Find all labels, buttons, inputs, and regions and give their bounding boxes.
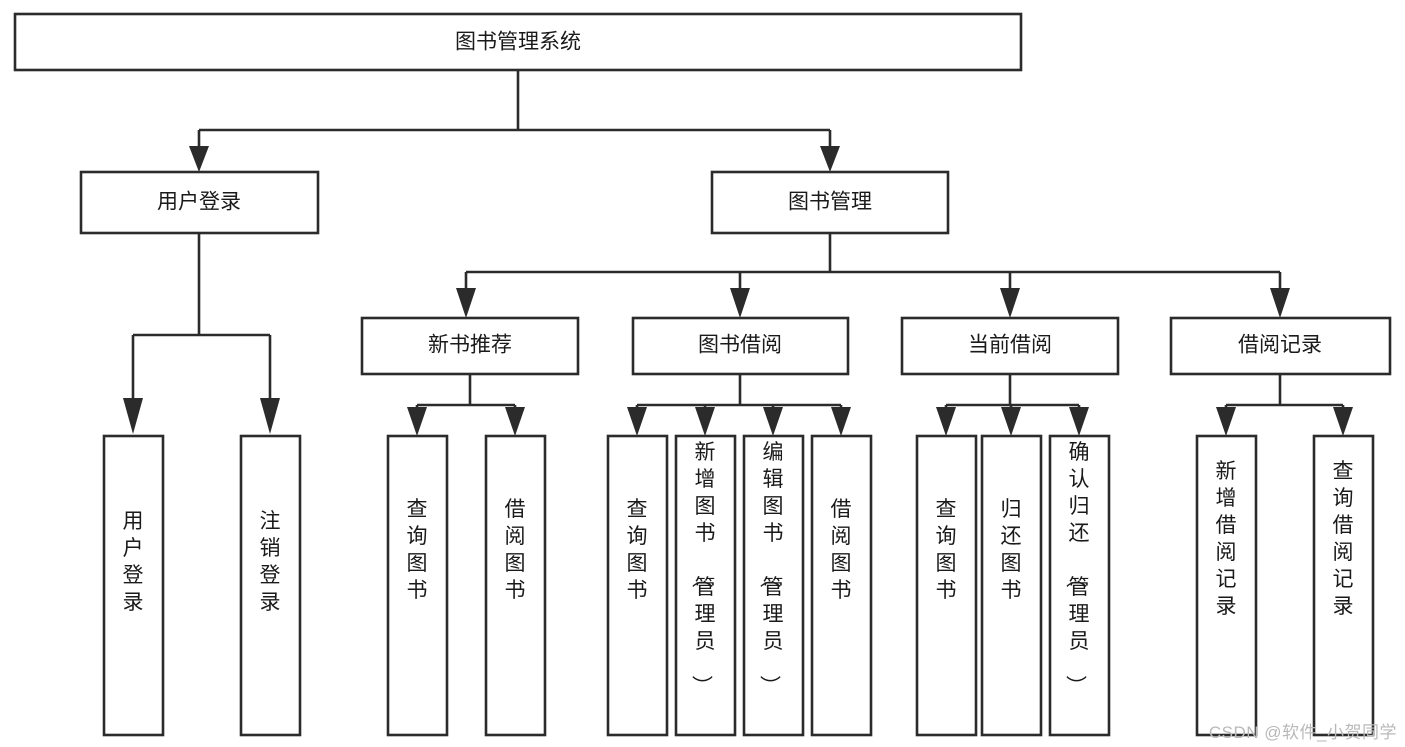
node-leaf-borrow-book-1-box[interactable] [484,434,547,737]
arrow-to-leaf-logout-login [260,398,280,434]
arrow-root-to-user-login [189,146,209,172]
node-leaf-return-book[interactable]: 归还图书 [980,434,1043,737]
node-leaf-borrow-book-1[interactable]: 借阅图书 [484,434,547,737]
node-current-borrow-box[interactable] [900,316,1120,376]
node-leaf-query-book-3-box[interactable] [915,434,978,737]
node-leaf-confirm-return-box[interactable] [1048,434,1111,737]
arrow-to-new-book-recommend [456,288,476,318]
node-leaf-logout-login-box[interactable] [239,434,302,737]
arrow-to-leaf-return-book [1001,407,1021,436]
arrow-to-leaf-add-book [695,407,715,436]
node-book-management-box[interactable] [710,170,950,235]
node-current-borrow[interactable]: 当前借阅 [900,316,1120,376]
node-leaf-return-book-label: 归还图书 [1001,498,1022,602]
arrow-to-leaf-edit-book [763,407,783,436]
arrow-to-leaf-add-record [1216,407,1236,436]
node-book-borrow-box[interactable] [631,316,850,376]
arrow-to-leaf-query-book-3 [936,407,956,436]
node-leaf-borrow-book-2-box[interactable] [810,434,873,737]
node-book-borrow-label: 图书借阅 [698,334,782,357]
node-leaf-query-book-2-box[interactable] [606,434,669,737]
node-leaf-user-login[interactable]: 用户登录 [102,434,165,737]
node-leaf-query-book-1[interactable]: 查询图书 [386,434,449,737]
watermark-label: CSDN @软件_小贺同学 [1208,723,1397,742]
connector-layer [123,70,1353,436]
node-leaf-query-record[interactable]: 查询借阅记录 [1312,434,1375,737]
node-leaf-borrow-book-2[interactable]: 借阅图书 [810,434,873,737]
node-leaf-query-record-box[interactable] [1312,434,1375,737]
node-current-borrow-label: 当前借阅 [968,334,1052,357]
node-leaf-query-record-label: 查询借阅记录 [1333,460,1354,618]
node-new-book-recommend-box[interactable] [360,316,580,376]
node-leaf-edit-book-box[interactable] [742,434,805,737]
node-new-book-recommend-label: 新书推荐 [428,334,512,357]
arrow-to-leaf-query-book-1 [407,407,427,436]
node-user-login[interactable]: 用户登录 [79,170,320,235]
arrow-to-borrow-record [1270,288,1290,318]
node-book-borrow[interactable]: 图书借阅 [631,316,850,376]
node-leaf-logout-login-label: 注销登录 [260,510,281,614]
node-leaf-add-record[interactable]: 新增借阅记录 [1195,434,1258,737]
node-borrow-record-box[interactable] [1169,316,1392,376]
node-leaf-query-book-3-label: 查询图书 [936,498,957,602]
node-leaf-add-book[interactable]: 新增图书（管理员） [674,434,737,737]
node-leaf-confirm-return[interactable]: 确认归还（管理员） [1048,434,1111,737]
arrow-to-book-borrow [730,288,750,318]
node-leaf-borrow-book-1-label: 借阅图书 [505,498,526,602]
arrow-to-leaf-borrow-book-2 [831,407,851,436]
node-leaf-query-book-1-box[interactable] [386,434,449,737]
node-leaf-add-record-label: 新增借阅记录 [1216,460,1237,618]
node-leaf-query-book-1-label: 查询图书 [407,498,428,602]
arrow-to-current-borrow [1000,288,1020,318]
node-leaf-add-book-box[interactable] [674,434,737,737]
node-root-box[interactable] [13,12,1023,72]
node-leaf-return-book-box[interactable] [980,434,1043,737]
node-book-management[interactable]: 图书管理 [710,170,950,235]
arrow-to-leaf-user-login [123,398,143,434]
node-book-management-label: 图书管理 [788,191,872,214]
node-leaf-edit-book[interactable]: 编辑图书（管理员） [742,434,805,737]
arrow-root-to-book-management [820,146,840,172]
arrow-to-leaf-borrow-book-1 [505,407,525,436]
node-leaf-confirm-return-label: 确认归还（管理员） [1064,441,1090,696]
node-root-book-management-system[interactable]: 图书管理系统 [13,12,1023,72]
node-leaf-add-record-box[interactable] [1195,434,1258,737]
arrow-to-leaf-query-record [1333,407,1353,436]
node-leaf-query-book-2[interactable]: 查询图书 [606,434,669,737]
node-borrow-record[interactable]: 借阅记录 [1169,316,1392,376]
node-user-login-label: 用户登录 [157,191,241,214]
node-borrow-record-label: 借阅记录 [1238,334,1322,357]
node-root-label: 图书管理系统 [455,31,581,54]
node-leaf-logout-login[interactable]: 注销登录 [239,434,302,737]
node-leaf-query-book-2-label: 查询图书 [627,498,648,602]
node-leaf-user-login-label: 用户登录 [123,510,144,614]
node-new-book-recommend[interactable]: 新书推荐 [360,316,580,376]
arrow-to-leaf-confirm-return [1069,407,1089,436]
arrow-to-leaf-query-book-2 [627,407,647,436]
node-leaf-user-login-box[interactable] [102,434,165,737]
node-leaf-borrow-book-2-label: 借阅图书 [831,498,852,602]
node-leaf-query-book-3[interactable]: 查询图书 [915,434,978,737]
node-user-login-box[interactable] [79,170,320,235]
node-leaf-edit-book-label: 编辑图书（管理员） [758,441,784,696]
node-leaf-add-book-label: 新增图书（管理员） [690,441,716,696]
